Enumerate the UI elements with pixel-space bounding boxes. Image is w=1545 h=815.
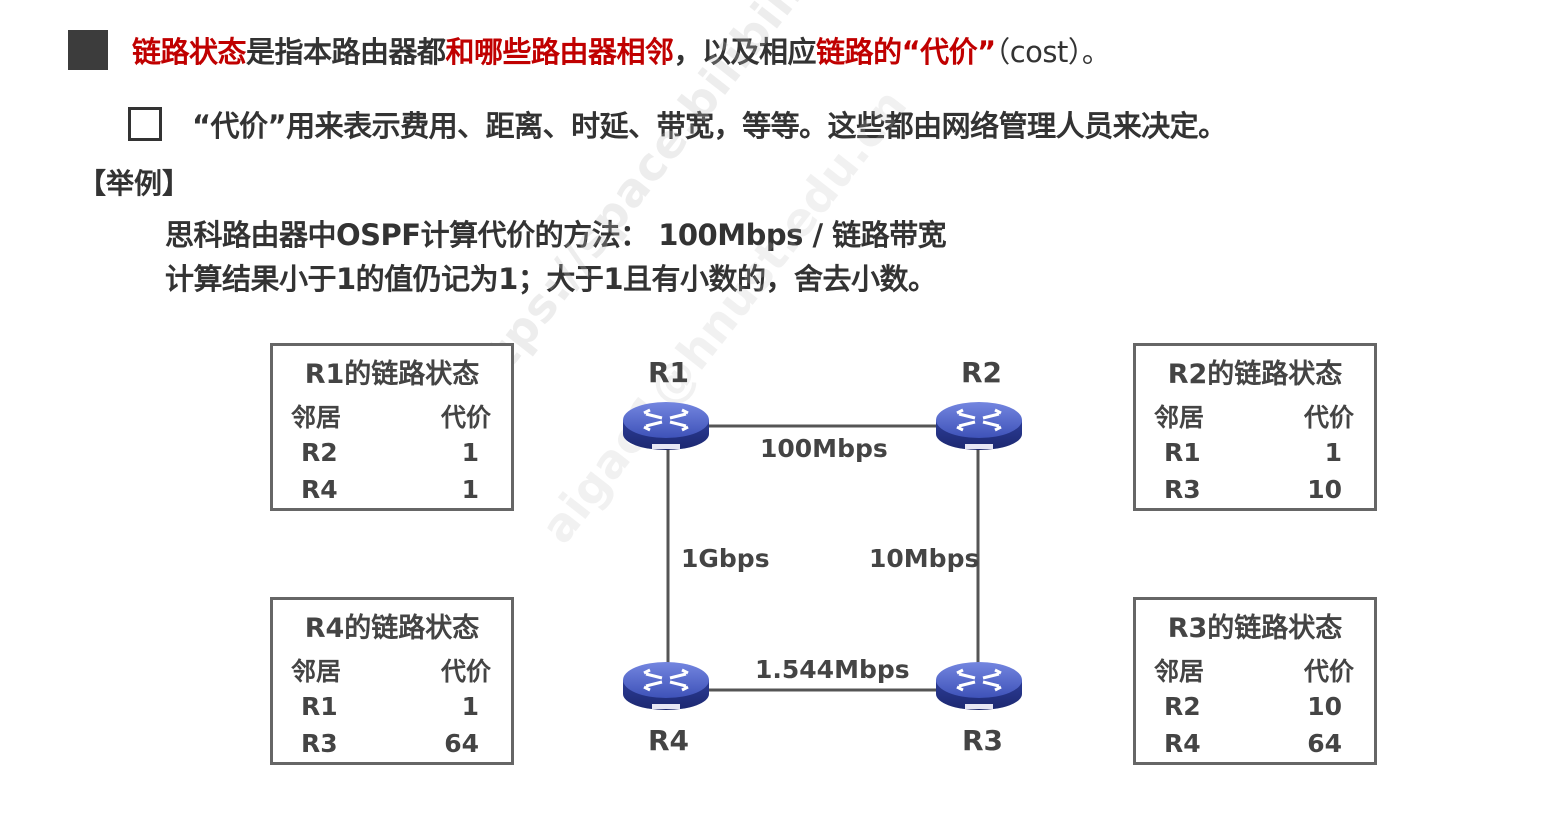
header-neighbor: 邻居	[1154, 657, 1205, 686]
neighbor-cell: R3	[1164, 475, 1201, 504]
cost-cell: 10	[1307, 692, 1342, 721]
table-header: 邻居 代价	[291, 398, 491, 432]
heading-seg-5: 链路的“代价”	[816, 35, 996, 69]
cost-cell: 10	[1307, 475, 1342, 504]
heading-line: 链路状态是指本路由器都和哪些路由器相邻，以及相应链路的“代价”（cost）。	[68, 28, 1111, 72]
neighbor-cell: R2	[1164, 692, 1201, 721]
table-title: R2的链路状态	[1167, 359, 1343, 390]
table-title: R4的链路状态	[304, 613, 480, 644]
heading-seg-2: 是指本路由器都	[246, 35, 446, 69]
neighbor-cell: R1	[1164, 438, 1201, 467]
table-title: R1的链路状态	[304, 359, 480, 390]
link-state-table-r2: R2的链路状态 邻居 代价 R1 1 R3 10	[1133, 343, 1377, 511]
link-r2-r3-label: 10Mbps	[869, 544, 980, 573]
bullet-square-icon	[68, 30, 108, 70]
router-r2-label: R2	[961, 356, 1003, 389]
rounding-rule-line: 计算结果小于1的值仍记为1；大于1且有小数的，舍去小数。	[165, 262, 937, 296]
header-neighbor: 邻居	[291, 657, 342, 686]
cost-cell: 1	[461, 475, 479, 504]
cost-cell: 64	[444, 729, 479, 758]
heading-seg-4: ，以及相应	[673, 35, 817, 69]
header-cost: 代价	[440, 403, 491, 432]
table-row: R3 10	[1154, 475, 1354, 507]
heading-seg-3: 和哪些路由器相邻	[445, 35, 675, 69]
cost-cell: 1	[461, 438, 479, 467]
table-row: R1 1	[1154, 438, 1354, 470]
heading-seg-6: （cost）。	[995, 35, 1111, 69]
sub-bullet-text: “代价”用来表示费用、距离、时延、带宽，等等。这些都由网络管理人员来决定。	[192, 109, 1227, 143]
cost-cell: 1	[461, 692, 479, 721]
table-row: R4 1	[291, 475, 491, 507]
table-header: 邻居 代价	[1154, 398, 1354, 432]
router-r3-icon	[936, 662, 1022, 710]
heading-seg-1: 链路状态	[132, 35, 247, 69]
cost-cell: 64	[1307, 729, 1342, 758]
router-r1-label: R1	[648, 356, 690, 389]
neighbor-cell: R4	[1164, 729, 1201, 758]
method-line: 思科路由器中OSPF计算代价的方法： 100Mbps / 链路带宽	[165, 218, 947, 252]
router-r4-label: R4	[648, 724, 690, 757]
example-label: 【举例】	[78, 167, 191, 200]
link-state-table-r1: R1的链路状态 邻居 代价 R2 1 R4 1	[270, 343, 514, 511]
table-row: R3 64	[291, 729, 491, 761]
router-r4-icon	[623, 662, 709, 710]
link-state-table-r3: R3的链路状态 邻居 代价 R2 10 R4 64	[1133, 597, 1377, 765]
neighbor-cell: R4	[301, 475, 338, 504]
header-neighbor: 邻居	[291, 403, 342, 432]
table-row: R2 10	[1154, 692, 1354, 724]
link-state-table-r4: R4的链路状态 邻居 代价 R1 1 R3 64	[270, 597, 514, 765]
header-neighbor: 邻居	[1154, 403, 1205, 432]
neighbor-cell: R3	[301, 729, 338, 758]
bullet-box-icon	[128, 107, 162, 141]
cost-cell: 1	[1324, 438, 1342, 467]
link-r1-r2-label: 100Mbps	[760, 434, 888, 463]
table-title: R3的链路状态	[1167, 613, 1343, 644]
router-r2-icon	[936, 402, 1022, 450]
table-row: R2 1	[291, 438, 491, 470]
table-row: R4 64	[1154, 729, 1354, 761]
sub-bullet-line: “代价”用来表示费用、距离、时延、带宽，等等。这些都由网络管理人员来决定。	[128, 102, 1227, 146]
header-cost: 代价	[1303, 657, 1354, 686]
link-r4-r3-label: 1.544Mbps	[755, 655, 910, 684]
table-header: 邻居 代价	[1154, 652, 1354, 686]
router-r1-icon	[623, 402, 709, 450]
neighbor-cell: R1	[301, 692, 338, 721]
link-r1-r4-label: 1Gbps	[681, 544, 770, 573]
neighbor-cell: R2	[301, 438, 338, 467]
table-row: R1 1	[291, 692, 491, 724]
heading-text: 链路状态是指本路由器都和哪些路由器相邻，以及相应链路的“代价”（cost）。	[132, 29, 1111, 71]
router-r3-label: R3	[962, 724, 1004, 757]
header-cost: 代价	[440, 657, 491, 686]
header-cost: 代价	[1303, 403, 1354, 432]
table-header: 邻居 代价	[291, 652, 491, 686]
